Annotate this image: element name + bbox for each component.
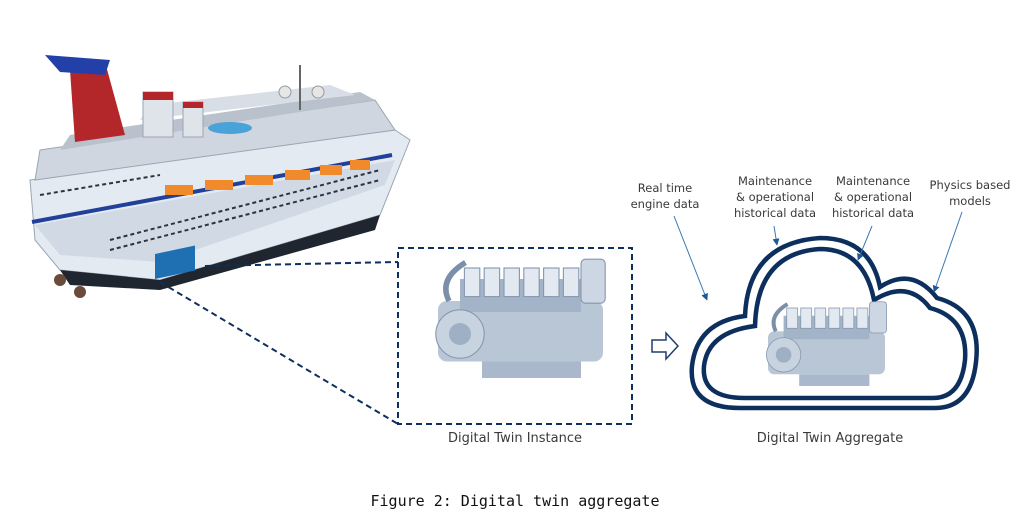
cloud-aggregate — [689, 235, 979, 411]
zoom-connector — [159, 247, 633, 425]
figure-caption: Figure 2: Digital twin aggregate — [370, 492, 660, 510]
label-maintenance-historical-1: Maintenance & operational historical dat… — [733, 174, 817, 220]
label-maintenance-historical-2: Maintenance & operational historical dat… — [831, 174, 915, 220]
digital-twin-instance-box — [397, 247, 633, 425]
label-real-time-engine-data: Real time engine data — [630, 181, 700, 211]
engine-aggregate-image — [764, 299, 889, 388]
data-input-arrows — [673, 211, 963, 301]
arrow-right-icon — [651, 331, 680, 361]
label-physics-based-models: Physics based models — [929, 178, 1011, 208]
caption-digital-twin-instance: Digital Twin Instance — [448, 431, 582, 446]
cruise-ship-illustration — [29, 55, 411, 298]
caption-digital-twin-aggregate: Digital Twin Aggregate — [756, 431, 904, 446]
engine-instance-image — [436, 259, 605, 378]
